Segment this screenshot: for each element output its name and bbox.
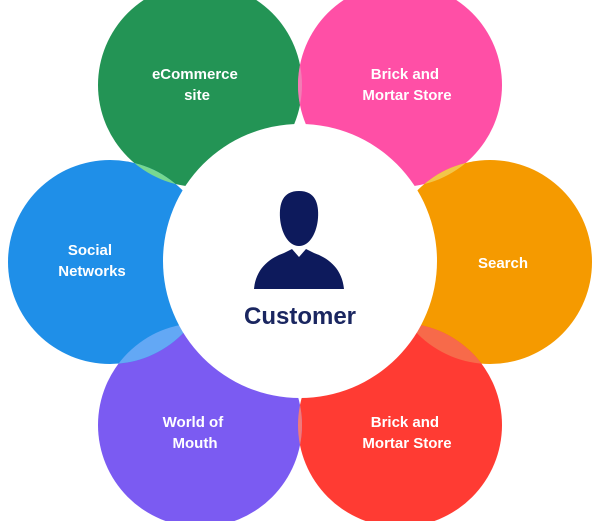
petal-label-world-of-mouth: World of Mouth	[163, 414, 228, 452]
petal-social-networks	[8, 160, 212, 364]
petal-label-brick-and-mortar-bottom: Brick and Mortar Store	[362, 414, 451, 452]
user-silhouette-icon	[254, 191, 344, 289]
petal-label-brick-and-mortar-top: Brick and Mortar Store	[362, 66, 451, 104]
petal-label-ecommerce: eCommerce site	[152, 66, 242, 104]
center-label: Customer	[244, 303, 356, 330]
petal-label-search: Search	[478, 255, 528, 272]
petal-labels-layer: eCommerce site Brick and Mortar Store Se…	[58, 66, 528, 452]
petal-label-social-networks: Social Networks	[58, 242, 126, 280]
petal-search	[388, 160, 592, 364]
